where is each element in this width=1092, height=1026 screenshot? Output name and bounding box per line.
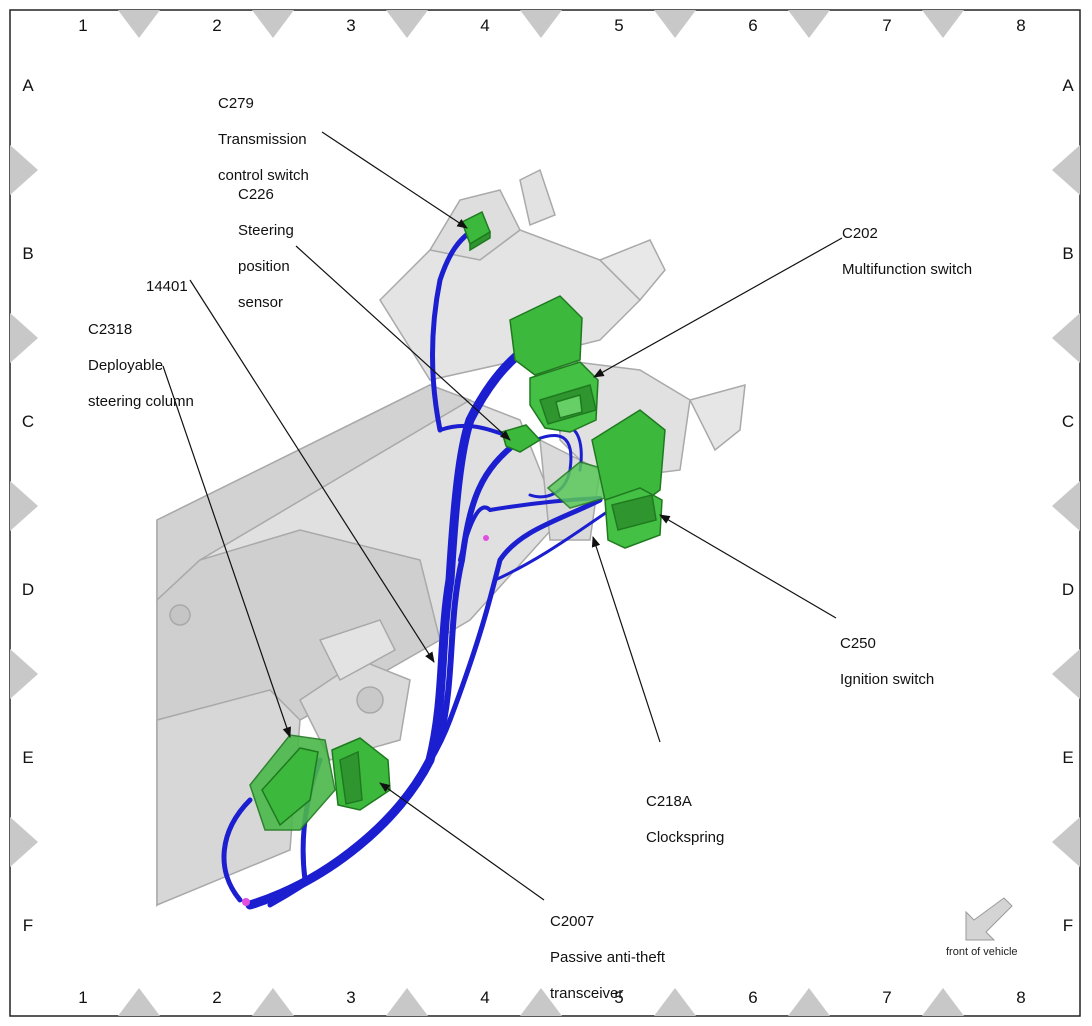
callout-c226-line-2: position <box>238 258 290 275</box>
grid-col-1-top: 1 <box>78 16 88 35</box>
grid-col-7-top: 7 <box>882 16 892 35</box>
callout-c2007-line-1: Passive anti-theft <box>550 949 666 966</box>
grid-row-f-left: F <box>22 916 34 935</box>
grid-col-4-bottom: 4 <box>480 988 490 1007</box>
grid-col-1-bottom: 1 <box>78 988 88 1007</box>
wiring-harness-14401 <box>221 229 612 910</box>
grid-col-7-bottom: 7 <box>882 988 892 1007</box>
callout-c226-id: C226 <box>238 186 274 203</box>
grid-col-8-bottom: 8 <box>1016 988 1026 1007</box>
harness-end-marker <box>242 898 250 906</box>
leader-c226 <box>295 245 511 441</box>
callout-c279-line-1: Transmission <box>218 131 307 148</box>
callout-14401-id: 14401 <box>146 278 188 295</box>
callout-c279-line-2: control switch <box>218 167 309 184</box>
leader-c250 <box>659 514 837 619</box>
leader-lines <box>162 131 843 901</box>
row-grid-markers <box>10 145 1080 867</box>
grid-col-5-bottom: 5 <box>614 988 624 1007</box>
connector-c279 <box>461 210 491 252</box>
callout-14401: 14401 <box>146 260 188 314</box>
grid-col-6-top: 6 <box>748 16 758 35</box>
callout-c218a-id: C218A <box>646 793 692 810</box>
callout-c202: C202 Multifunction switch <box>842 207 972 297</box>
callout-c2007: C2007 Passive anti-theft transceiver <box>550 895 665 1021</box>
callout-c2318-line-2: steering column <box>88 393 194 410</box>
leader-c279 <box>321 131 468 229</box>
callout-c218a-line-1: Clockspring <box>646 829 725 846</box>
grid-col-3-bottom: 3 <box>346 988 356 1007</box>
connector-c2318 <box>249 734 336 831</box>
callout-c202-line-1: Multifunction switch <box>842 261 973 278</box>
connector-c226 <box>501 424 542 453</box>
connector-c250 <box>591 409 666 549</box>
grid-col-4-top: 4 <box>480 16 490 35</box>
callout-c2007-id: C2007 <box>550 913 595 930</box>
callout-c250-line-1: Ignition switch <box>840 671 935 688</box>
grid-row-f-right: F <box>1062 916 1074 935</box>
grid-col-3-top: 3 <box>346 16 356 35</box>
front-of-vehicle-arrow-icon <box>965 897 1013 941</box>
grid-col-6-bottom: 6 <box>748 988 758 1007</box>
callout-c250-id: C250 <box>840 635 876 652</box>
leader-c202 <box>593 237 843 378</box>
grid-row-e-right: E <box>1062 748 1074 767</box>
connector-c2007 <box>331 737 391 811</box>
grid-col-5-top: 5 <box>614 16 624 35</box>
connector-c202 <box>509 295 599 433</box>
grid-row-d-right: D <box>1061 580 1075 599</box>
callout-c226: C226 Steering position sensor <box>238 168 294 330</box>
callout-c202-id: C202 <box>842 225 878 242</box>
grid-col-8-top: 8 <box>1016 16 1026 35</box>
callout-c2318-line-1: Deployable <box>88 357 164 374</box>
grid-col-2-top: 2 <box>212 16 222 35</box>
leader-c2007 <box>379 782 545 901</box>
leader-c2318 <box>162 365 291 739</box>
steering-column-body <box>156 384 561 908</box>
leader-c218a <box>591 535 661 743</box>
harness-branch-marker <box>483 535 489 541</box>
callout-c226-line-3: sensor <box>238 294 284 311</box>
grid-col-2-bottom: 2 <box>212 988 222 1007</box>
grid-row-a-right: A <box>1062 76 1074 95</box>
grid-row-c-right: C <box>1061 412 1075 431</box>
grid-row-a-left: A <box>22 76 34 95</box>
callout-c218a: C218A Clockspring <box>646 775 724 865</box>
grid-row-d-left: D <box>21 580 35 599</box>
grid-row-b-right: B <box>1062 244 1074 263</box>
callout-c250: C250 Ignition switch <box>840 617 934 707</box>
grid-row-c-left: C <box>21 412 35 431</box>
grid-row-b-left: B <box>22 244 34 263</box>
front-of-vehicle-label: front of vehicle <box>946 946 1018 958</box>
connectors <box>249 210 666 831</box>
callout-c2318-id: C2318 <box>88 321 133 338</box>
grid-row-e-left: E <box>22 748 34 767</box>
callout-c2007-line-2: transceiver <box>550 985 624 1002</box>
callout-c279: C279 Transmission control switch <box>218 77 309 203</box>
leader-14401 <box>189 279 435 663</box>
callout-c226-line-1: Steering <box>238 222 294 239</box>
column-grid-markers <box>118 10 964 1016</box>
callout-c279-id: C279 <box>218 95 254 112</box>
callout-c2318: C2318 Deployable steering column <box>88 303 194 429</box>
